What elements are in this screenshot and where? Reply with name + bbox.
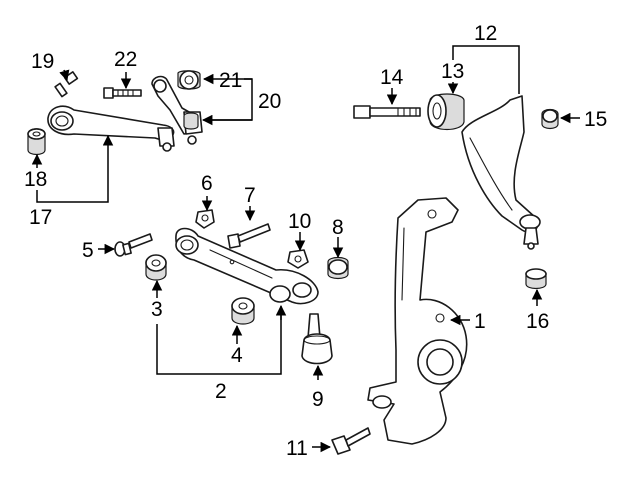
bushing-lower-arm-front (145, 254, 167, 281)
callout-15: 15 (584, 108, 607, 131)
bolt-7 (227, 223, 271, 249)
callout-14: 14 (380, 66, 404, 89)
callout-22: 22 (114, 48, 137, 71)
nut-10 (287, 249, 309, 269)
callout-10: 10 (288, 210, 311, 233)
callout-3: 3 (151, 298, 163, 321)
callout-19: 19 (31, 50, 54, 73)
front-lower-arm (461, 95, 541, 250)
callout-20: 20 (258, 90, 281, 113)
callout-18: 18 (24, 168, 47, 191)
callout-7: 7 (244, 184, 256, 207)
callout-11: 11 (286, 437, 308, 460)
callout-8: 8 (332, 216, 344, 239)
upper-control-arm (47, 105, 175, 152)
callout-12: 12 (474, 22, 497, 45)
nut-15 (541, 108, 559, 130)
callout-9: 9 (312, 388, 324, 411)
bushing-21 (177, 70, 201, 130)
nut-6 (195, 209, 215, 229)
callout-6: 6 (201, 172, 213, 195)
callout-21: 21 (219, 69, 242, 92)
nut-8 (327, 256, 349, 280)
bolt-11 (331, 427, 371, 455)
leader-lines (31, 45, 580, 453)
callout-13: 13 (441, 60, 464, 83)
callout-2: 2 (215, 380, 227, 403)
callout-5: 5 (82, 239, 94, 262)
lower-control-arm (175, 227, 319, 305)
callout-1: 1 (474, 310, 486, 333)
bolt-22 (103, 87, 142, 99)
callout-4: 4 (231, 344, 243, 367)
steering-knuckle (367, 197, 468, 445)
callout-16: 16 (526, 310, 549, 333)
callout-17: 17 (29, 206, 52, 229)
ball-joint (301, 313, 333, 365)
bushing-lower-arm-rear (231, 297, 255, 325)
bushing-upper-arm (27, 128, 46, 156)
nut-16 (525, 268, 547, 290)
bolt-14 (353, 105, 421, 119)
bushing-13 (427, 93, 465, 131)
bolt-5 (114, 233, 153, 257)
